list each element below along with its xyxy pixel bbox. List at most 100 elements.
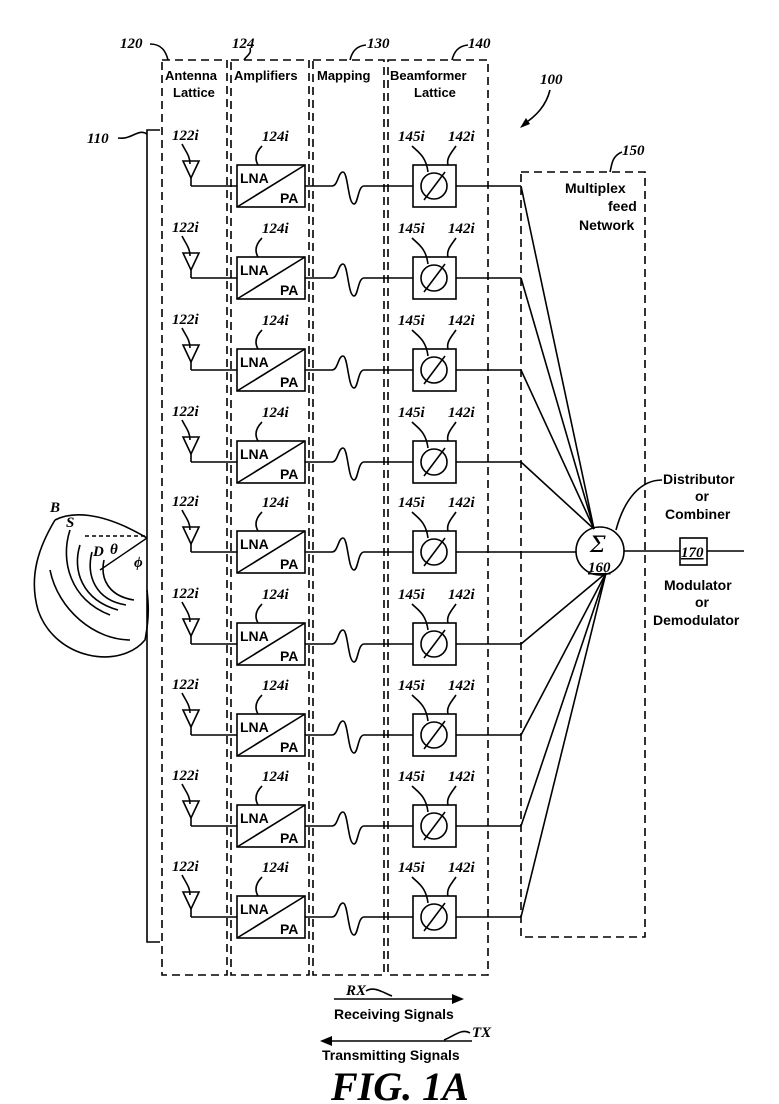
amplifier-pa-label: PA bbox=[280, 556, 298, 572]
modulator-label-1: Modulator bbox=[664, 577, 732, 593]
combiner-ref: 160 bbox=[588, 560, 611, 576]
ref-120-leader bbox=[149, 43, 169, 61]
amplifier-diagonal bbox=[236, 440, 306, 484]
beamformer-ref-145i: 145i bbox=[398, 129, 426, 145]
amplifier-ref-leader bbox=[255, 329, 263, 350]
phase-shifter-icon bbox=[420, 630, 448, 658]
dish-outline bbox=[33, 519, 150, 658]
beamformer-ref-142i-leader bbox=[446, 145, 457, 166]
combiner-label-3: Combiner bbox=[665, 506, 731, 522]
antenna-icon bbox=[181, 436, 201, 456]
modulator-label-3: Demodulator bbox=[653, 612, 740, 628]
amplifier-ref-leader bbox=[255, 511, 263, 532]
beamformer-ref-142i-leader bbox=[446, 511, 457, 532]
phase-shifter-slash bbox=[423, 811, 446, 841]
amplifier-lna-label: LNA bbox=[240, 354, 269, 370]
amplifier-ref: 124i bbox=[262, 678, 290, 694]
col-antenna-label-2: Lattice bbox=[173, 85, 215, 100]
amplifier-ref-leader bbox=[255, 785, 263, 806]
col-beamformer-label-2: Lattice bbox=[414, 85, 456, 100]
ref-110: 110 bbox=[87, 131, 109, 147]
beamformer-ref-142i-leader bbox=[446, 785, 457, 806]
phase-shifter-icon bbox=[420, 448, 448, 476]
amplifier-diagonal bbox=[236, 348, 306, 392]
rx-leader bbox=[365, 988, 393, 997]
ref-130: 130 bbox=[367, 36, 390, 52]
amplifier-ref-leader bbox=[255, 694, 263, 715]
feed-line-to-combiner bbox=[520, 461, 595, 530]
phase-shifter-slash bbox=[423, 902, 446, 932]
phase-shifter-icon bbox=[420, 812, 448, 840]
beam-label-d: D bbox=[92, 544, 104, 560]
mapping-wire bbox=[305, 263, 413, 297]
beamformer-ref-145i: 145i bbox=[398, 221, 426, 237]
beam-direction-line bbox=[99, 537, 148, 571]
amplifier-pa-label: PA bbox=[280, 190, 298, 206]
antenna-ref: 122i bbox=[172, 859, 200, 875]
tx-leader bbox=[443, 1030, 471, 1041]
beamformer-ref-145i: 145i bbox=[398, 313, 426, 329]
antenna-ref-leader bbox=[181, 419, 191, 441]
beamformer-ref-145i-leader bbox=[411, 785, 429, 813]
modulator-ref: 170 bbox=[681, 545, 704, 561]
antenna-ref: 122i bbox=[172, 404, 200, 420]
beamformer-ref-142i: 142i bbox=[448, 313, 476, 329]
rx-arrowhead bbox=[452, 994, 464, 1004]
amplifier-pa-label: PA bbox=[280, 921, 298, 937]
amplifier-pa-label: PA bbox=[280, 282, 298, 298]
beamformer-ref-145i: 145i bbox=[398, 495, 426, 511]
tx-label: Transmitting Signals bbox=[322, 1047, 460, 1063]
amplifier-ref: 124i bbox=[262, 860, 290, 876]
amplifier-lna-label: LNA bbox=[240, 901, 269, 917]
modulator-box bbox=[679, 537, 708, 566]
combiner-leader bbox=[615, 479, 663, 531]
ref-140: 140 bbox=[468, 36, 491, 52]
ref-100: 100 bbox=[540, 72, 563, 88]
panel-bracket bbox=[146, 129, 160, 943]
beamformer-ref-142i: 142i bbox=[448, 587, 476, 603]
amplifier-ref-leader bbox=[255, 603, 263, 624]
beamformer-ref-145i-leader bbox=[411, 876, 429, 904]
dish-curve-5 bbox=[49, 569, 131, 641]
antenna-icon bbox=[181, 526, 201, 546]
combiner-symbol: Σ bbox=[589, 533, 606, 558]
phase-shifter-slash bbox=[423, 355, 446, 385]
modulator-label-2: or bbox=[695, 594, 710, 610]
beamformer-ref-145i-leader bbox=[411, 511, 429, 539]
antenna-ref: 122i bbox=[172, 494, 200, 510]
beam-label-phi: ϕ bbox=[134, 555, 143, 571]
feed-line-to-combiner bbox=[520, 572, 607, 918]
ref-150: 150 bbox=[622, 143, 645, 159]
ref-120: 120 bbox=[120, 36, 143, 52]
ref-110-leader bbox=[117, 131, 148, 139]
beamformer-ref-142i-leader bbox=[446, 421, 457, 442]
beamformer-ref-142i-leader bbox=[446, 694, 457, 715]
phase-shifter-slash bbox=[423, 537, 446, 567]
antenna-icon bbox=[181, 618, 201, 638]
amplifier-diagonal bbox=[236, 530, 306, 574]
antenna-lattice-box bbox=[161, 59, 228, 976]
antenna-ref-leader bbox=[181, 601, 191, 623]
col-mapping-label: Mapping bbox=[317, 68, 370, 83]
beamformer-ref-145i-leader bbox=[411, 421, 429, 449]
phase-shifter-slash bbox=[423, 629, 446, 659]
feed-line-to-combiner bbox=[520, 277, 595, 530]
mapping-wire bbox=[305, 171, 413, 205]
amplifier-lna-label: LNA bbox=[240, 536, 269, 552]
beamformer-ref-145i-leader bbox=[411, 603, 429, 631]
amplifier-diagonal bbox=[236, 622, 306, 666]
antenna-ref-leader bbox=[181, 874, 191, 896]
antenna-ref-leader bbox=[181, 509, 191, 531]
ref-150-leader bbox=[609, 151, 623, 173]
col-antenna-label-1: Antenna bbox=[165, 68, 218, 83]
antenna-icon bbox=[181, 252, 201, 272]
amplifier-pa-label: PA bbox=[280, 648, 298, 664]
feed-line-to-combiner bbox=[520, 185, 595, 530]
amplifier-diagonal bbox=[236, 256, 306, 300]
amplifier-diagonal bbox=[236, 804, 306, 848]
feed-label-1: Multiplex bbox=[565, 180, 626, 196]
beamformer-ref-142i-leader bbox=[446, 603, 457, 624]
ref-124: 124 bbox=[232, 36, 255, 52]
amplifier-ref-leader bbox=[255, 876, 263, 897]
antenna-icon bbox=[181, 800, 201, 820]
